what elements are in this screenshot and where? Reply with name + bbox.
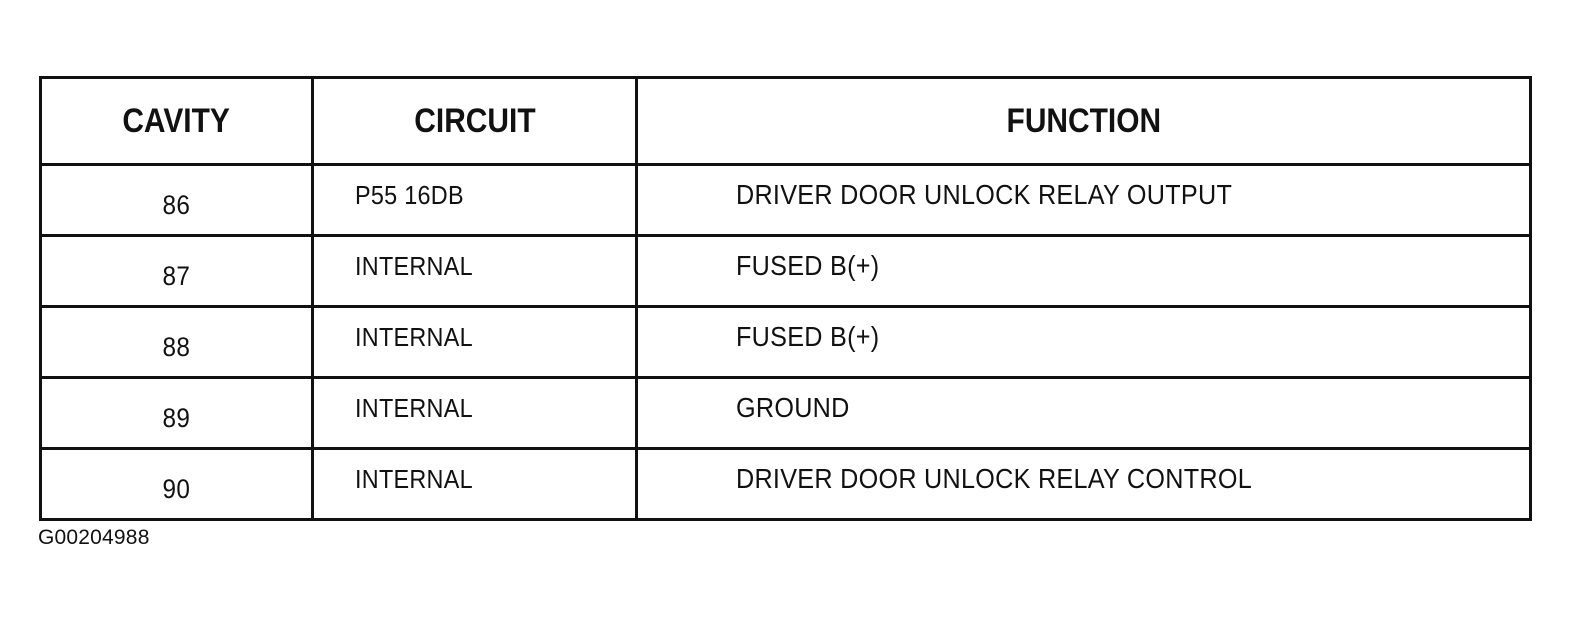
cavity-cell: 89 (39, 376, 314, 450)
cavity-value: 89 (162, 402, 191, 433)
header-circuit-label: CIRCUIT (413, 101, 536, 140)
circuit-value: P55 16DB (355, 179, 464, 210)
circuit-value: INTERNAL (355, 392, 473, 423)
header-function-label: FUNCTION (1006, 101, 1161, 140)
function-value: FUSED B(+) (736, 321, 880, 352)
function-value: DRIVER DOOR UNLOCK RELAY CONTROL (736, 463, 1253, 494)
circuit-cell: INTERNAL (311, 376, 638, 450)
function-cell: FUSED B(+) (635, 234, 1532, 308)
header-cavity-label: CAVITY (122, 101, 231, 140)
circuit-cell: INTERNAL (311, 234, 638, 308)
figure-id-label: G00204988 (38, 526, 150, 549)
cavity-value: 86 (162, 189, 191, 220)
function-cell: FUSED B(+) (635, 305, 1532, 379)
header-circuit: CIRCUIT (311, 76, 638, 166)
circuit-cell: P55 16DB (311, 163, 638, 237)
cavity-cell: 90 (39, 447, 314, 521)
cavity-value: 90 (162, 473, 191, 504)
connector-pinout-table: CAVITY CIRCUIT FUNCTION 86 P55 16DB DRIV… (39, 76, 1532, 521)
header-cavity: CAVITY (39, 76, 314, 166)
table-row: 88 INTERNAL FUSED B(+) (39, 305, 1532, 379)
circuit-cell: INTERNAL (311, 447, 638, 521)
header-function: FUNCTION (635, 76, 1532, 166)
circuit-cell: INTERNAL (311, 305, 638, 379)
function-cell: DRIVER DOOR UNLOCK RELAY CONTROL (635, 447, 1532, 521)
table-row: 87 INTERNAL FUSED B(+) (39, 234, 1532, 308)
circuit-value: INTERNAL (355, 321, 473, 352)
circuit-value: INTERNAL (355, 250, 473, 281)
table-header-row: CAVITY CIRCUIT FUNCTION (39, 76, 1532, 166)
cavity-cell: 88 (39, 305, 314, 379)
cavity-value: 88 (162, 331, 191, 362)
cavity-value: 87 (162, 260, 191, 291)
table-row: 90 INTERNAL DRIVER DOOR UNLOCK RELAY CON… (39, 447, 1532, 521)
circuit-value: INTERNAL (355, 463, 473, 494)
function-value: DRIVER DOOR UNLOCK RELAY OUTPUT (736, 179, 1233, 210)
function-cell: GROUND (635, 376, 1532, 450)
table-row: 89 INTERNAL GROUND (39, 376, 1532, 450)
function-value: FUSED B(+) (736, 250, 880, 281)
table-row: 86 P55 16DB DRIVER DOOR UNLOCK RELAY OUT… (39, 163, 1532, 237)
cavity-cell: 87 (39, 234, 314, 308)
function-cell: DRIVER DOOR UNLOCK RELAY OUTPUT (635, 163, 1532, 237)
function-value: GROUND (736, 392, 850, 423)
cavity-cell: 86 (39, 163, 314, 237)
